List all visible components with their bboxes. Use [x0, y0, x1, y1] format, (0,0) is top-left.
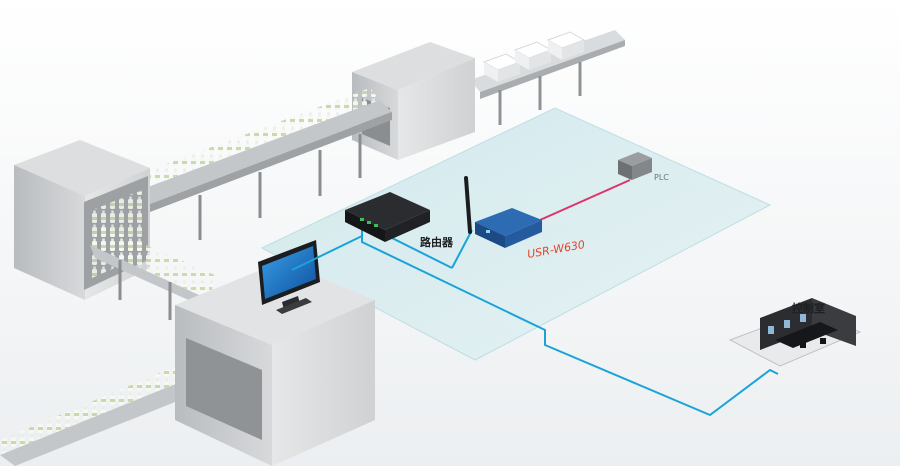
router-label: 路由器: [420, 235, 454, 249]
bottom-conveyor: [0, 356, 225, 466]
front-conveyor: [90, 225, 215, 320]
antenna-icon: [464, 176, 472, 234]
plc-icon: [618, 152, 652, 180]
control-room-label: 控制室: [792, 301, 825, 315]
line-router-to-control-room: [361, 224, 779, 417]
serial-line-device-to-plc: [539, 179, 631, 221]
middle-conveyor: [140, 88, 392, 240]
plc-label: PLC: [654, 173, 669, 182]
left-machine: [14, 140, 150, 300]
line-device-to-router: [451, 229, 473, 269]
router-icon: [345, 192, 430, 242]
monitor-icon: [258, 240, 320, 314]
control-room-icon: [728, 298, 862, 367]
back-conveyor: [470, 30, 625, 125]
line-monitor-to-router: [291, 235, 363, 271]
serial-server-icon: [475, 208, 542, 248]
front-machine: [175, 262, 375, 466]
